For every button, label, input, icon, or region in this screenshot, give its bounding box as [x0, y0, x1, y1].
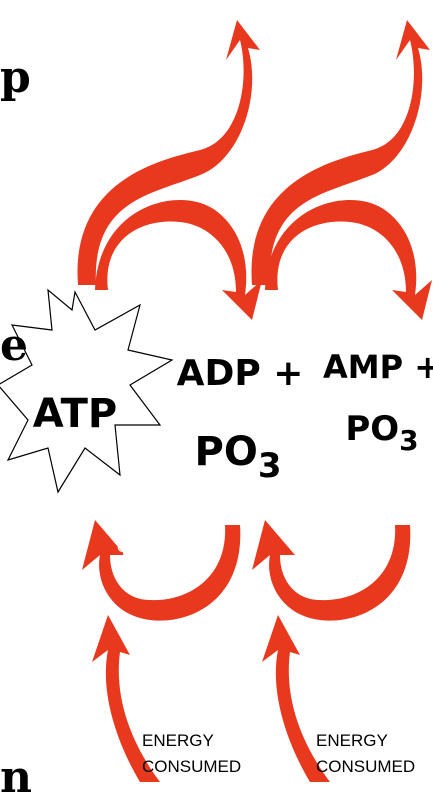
energy-consumed-arrow-1 — [92, 615, 160, 782]
amp-po-subscript: 3 — [399, 424, 418, 457]
energy-released-arrow-2 — [251, 20, 432, 320]
recycle-label-2: recycle — [285, 533, 332, 585]
energy-consumed-label-2-line1: ENERGY — [316, 731, 388, 750]
adp-po-label: PO3 — [195, 429, 282, 486]
amp-label: AMP + — [323, 348, 433, 386]
atp-star-shape — [0, 288, 174, 494]
left-edge-fragment-2: e — [0, 320, 28, 371]
recycle-arrow-1 — [82, 520, 241, 621]
adp-po-subscript: 3 — [258, 446, 282, 486]
recycle-label-1: recycle — [110, 533, 157, 585]
atp-label: ATP — [33, 391, 117, 437]
energy-consumed-label-1-line2: CONSUMED — [142, 757, 241, 776]
amp-po-label: PO3 — [345, 409, 418, 457]
energy-released-arrow-1 — [77, 20, 262, 320]
energy-consumed-arrow-2 — [262, 615, 330, 782]
left-edge-fragment-3: n — [0, 752, 32, 803]
energy-consumed-label-2-line2: CONSUMED — [316, 757, 415, 776]
energy-consumed-label-1-line1: ENERGY — [142, 731, 214, 750]
left-edge-fragment-1: p — [0, 52, 31, 103]
adp-label: ADP + — [177, 353, 304, 394]
recycle-arrow-2 — [252, 520, 411, 621]
